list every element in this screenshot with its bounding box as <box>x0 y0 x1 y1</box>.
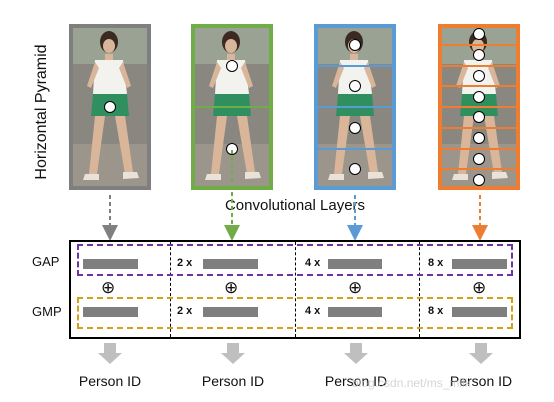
part-keypoint-dot <box>349 121 361 134</box>
output-arrow-1 <box>98 343 122 364</box>
gap-label: GAP <box>32 254 60 269</box>
stripe-divider <box>314 64 396 67</box>
person-image-1-part <box>69 24 151 190</box>
person-id-output-2: Person ID <box>201 373 265 389</box>
stripe-divider <box>438 43 520 46</box>
oplus-symbol-3: ⊕ <box>348 278 363 297</box>
pooling-table <box>69 240 521 339</box>
person-image-8-parts <box>438 24 520 190</box>
oplus-symbol-4: ⊕ <box>472 278 487 297</box>
part-keypoint-dot <box>473 69 485 82</box>
gmp-multiplier-2: 2 x <box>177 305 193 317</box>
gmp-label: GMP <box>32 304 62 319</box>
part-keypoint-dot <box>473 111 485 124</box>
oplus-symbol-2: ⊕ <box>224 278 239 297</box>
stripe-divider <box>438 106 520 108</box>
stripe-divider <box>438 64 520 67</box>
gmp-box <box>77 297 513 329</box>
gap-bar-3 <box>328 259 382 269</box>
gap-box <box>77 244 513 276</box>
gmp-bar-2 <box>203 307 258 317</box>
part-keypoint-dot <box>473 90 485 103</box>
part-keypoint-dot <box>473 152 485 165</box>
part-keypoint-dot <box>473 173 485 186</box>
part-keypoint-dot <box>349 38 361 51</box>
person-id-output-3: Person ID <box>324 373 388 389</box>
stripe-divider <box>438 126 520 129</box>
person-image-4-parts <box>314 24 396 190</box>
gmp-bar-3 <box>328 307 382 317</box>
gmp-bar-1 <box>83 307 138 317</box>
gap-multiplier-3: 4 x <box>305 257 321 269</box>
gap-bar-1 <box>83 259 138 269</box>
column-divider-3 <box>419 242 420 337</box>
part-keypoint-dot <box>473 28 485 41</box>
output-arrow-2 <box>221 343 245 364</box>
person-id-output-1: Person ID <box>78 373 142 389</box>
gap-multiplier-2: 2 x <box>177 257 193 269</box>
column-divider-2 <box>295 242 296 337</box>
oplus-symbol-1: ⊕ <box>101 278 116 297</box>
watermark: blog.csdn.net/ms_milk <box>352 376 471 390</box>
gap-bar-4 <box>452 259 507 269</box>
part-keypoint-dot <box>349 80 361 93</box>
stripe-divider <box>438 168 520 171</box>
stripe-divider <box>438 147 520 150</box>
gmp-multiplier-3: 4 x <box>305 305 321 317</box>
stripe-divider <box>438 85 520 88</box>
gmp-bar-4 <box>452 307 507 317</box>
part-keypoint-dot <box>226 59 238 72</box>
output-arrow-4 <box>469 343 493 364</box>
stripe-divider <box>191 106 273 108</box>
part-keypoint-dot <box>473 49 485 62</box>
column-divider-1 <box>170 242 171 337</box>
person-id-output-4: Person ID <box>449 373 513 389</box>
convolutional-layers-label: Convolutional Layers <box>224 197 366 214</box>
part-keypoint-dot <box>104 101 116 113</box>
stripe-divider <box>314 106 396 108</box>
output-arrow-3 <box>344 343 368 364</box>
gap-multiplier-4: 8 x <box>428 257 444 269</box>
part-keypoint-dot <box>473 132 485 145</box>
stripe-divider <box>314 147 396 150</box>
gap-bar-2 <box>203 259 258 269</box>
part-keypoint-dot <box>349 163 361 176</box>
gmp-multiplier-4: 8 x <box>428 305 444 317</box>
